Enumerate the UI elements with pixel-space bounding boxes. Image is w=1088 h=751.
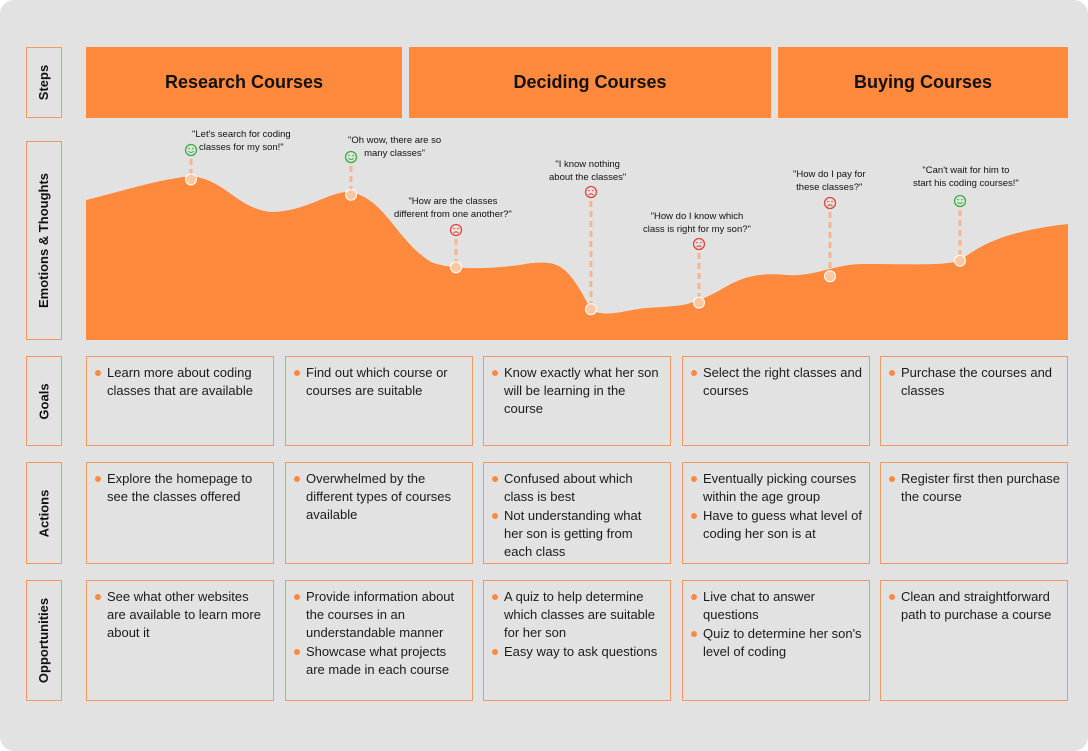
emotion-point bbox=[693, 296, 705, 309]
action-cell: Overwhelmed by the different types of co… bbox=[285, 462, 473, 564]
action-cell: Eventually picking courses within the ag… bbox=[682, 462, 870, 564]
quote-line: classes for my son!" bbox=[198, 142, 284, 153]
opportunity-item: Showcase what projects are made in each … bbox=[293, 643, 465, 679]
emotion-point bbox=[585, 303, 597, 316]
opportunity-item: Provide information about the courses in… bbox=[293, 588, 465, 642]
sad-face-icon bbox=[823, 196, 837, 210]
opportunity-item: Clean and straightforward path to purcha… bbox=[888, 588, 1060, 624]
row-label-emotions: Emotions & Thoughts bbox=[26, 141, 62, 340]
row-label-opportunities: Opportunities bbox=[26, 580, 62, 701]
sad-face-icon bbox=[449, 223, 463, 237]
emotion-quote-6: "How do I pay for these classes?" bbox=[793, 168, 866, 194]
goal-item: Select the right classes and courses bbox=[690, 364, 862, 400]
opportunity-item: Easy way to ask questions bbox=[491, 643, 663, 661]
goal-cell: Learn more about coding classes that are… bbox=[86, 356, 274, 446]
quote-line: "Oh wow, there are so bbox=[348, 135, 442, 146]
quote-line: many classes" bbox=[364, 148, 426, 159]
row-label-actions: Actions bbox=[26, 462, 62, 564]
emotion-quote-5: "How do I know which class is right for m… bbox=[643, 210, 751, 236]
quote-line: about the classes" bbox=[549, 172, 627, 183]
goal-cell: Purchase the courses and classes bbox=[880, 356, 1068, 446]
goal-item: Know exactly what her son will be learni… bbox=[491, 364, 663, 418]
step-research-courses: Research Courses bbox=[86, 47, 402, 118]
emotion-curve-area bbox=[86, 176, 1068, 340]
row-label-steps: Steps bbox=[26, 47, 62, 118]
row-label-goals: Goals bbox=[26, 356, 62, 446]
opportunity-cell: A quiz to help determine which classes a… bbox=[483, 580, 671, 701]
row-label-steps-text: Steps bbox=[36, 64, 52, 101]
emotion-quote-3: "How are the classes different from one a… bbox=[394, 195, 512, 221]
emotion-point bbox=[345, 188, 357, 201]
emotion-curve-chart bbox=[86, 143, 1068, 340]
action-cell: Explore the homepage to see the classes … bbox=[86, 462, 274, 564]
emotion-quote-4: "I know nothing about the classes" bbox=[549, 158, 626, 184]
quote-line: start his coding courses!" bbox=[913, 178, 1019, 189]
opportunity-cell: Clean and straightforward path to purcha… bbox=[880, 580, 1068, 701]
emotion-point bbox=[185, 173, 197, 186]
smiley-face-icon bbox=[344, 150, 358, 164]
opportunity-cell: Provide information about the courses in… bbox=[285, 580, 473, 701]
step-label: Deciding Courses bbox=[513, 72, 667, 92]
action-item: Overwhelmed by the different types of co… bbox=[293, 470, 465, 524]
quote-line: "Can't wait for him to bbox=[922, 165, 1010, 176]
emotion-quote-1: "Let's search for coding classes for my s… bbox=[192, 128, 291, 154]
goal-item: Find out which course or courses are sui… bbox=[293, 364, 465, 400]
row-label-opportunities-text: Opportunities bbox=[36, 597, 52, 684]
action-item: Eventually picking courses within the ag… bbox=[690, 470, 862, 506]
sad-face-icon bbox=[692, 237, 706, 251]
quote-line: "How do I know which bbox=[650, 211, 744, 222]
emotion-stems bbox=[184, 143, 967, 316]
action-cell: Register first then purchase the course bbox=[880, 462, 1068, 564]
action-item: Have to guess what level of coding her s… bbox=[690, 507, 862, 543]
quote-line: "How are the classes bbox=[408, 196, 498, 207]
goal-cell: Know exactly what her son will be learni… bbox=[483, 356, 671, 446]
action-item: Not understanding what her son is gettin… bbox=[491, 507, 663, 561]
emotion-quote-2: "Oh wow, there are so many classes" bbox=[348, 134, 441, 160]
action-item: Register first then purchase the course bbox=[888, 470, 1060, 506]
goal-item: Learn more about coding classes that are… bbox=[94, 364, 266, 400]
quote-line: "How do I pay for bbox=[793, 169, 866, 180]
step-deciding-courses: Deciding Courses bbox=[409, 47, 771, 118]
emotion-quote-7: "Can't wait for him to start his coding c… bbox=[913, 164, 1019, 190]
opportunity-item: See what other websites are available to… bbox=[94, 588, 266, 642]
step-label: Buying Courses bbox=[853, 72, 993, 92]
smiley-face-icon bbox=[184, 143, 198, 157]
step-label: Research Courses bbox=[164, 72, 324, 92]
row-label-actions-text: Actions bbox=[36, 489, 52, 537]
quote-line: class is right for my son?" bbox=[643, 224, 751, 235]
goal-item: Purchase the courses and classes bbox=[888, 364, 1060, 400]
emotion-point bbox=[450, 261, 462, 274]
sad-face-icon bbox=[584, 185, 598, 199]
emotion-point bbox=[824, 270, 836, 283]
opportunity-item: A quiz to help determine which classes a… bbox=[491, 588, 663, 642]
step-buying-courses: Buying Courses bbox=[778, 47, 1068, 118]
action-item: Confused about which class is best bbox=[491, 470, 663, 506]
action-item: Explore the homepage to see the classes … bbox=[94, 470, 266, 506]
opportunity-cell: See what other websites are available to… bbox=[86, 580, 274, 701]
smiley-face-icon bbox=[953, 194, 967, 208]
opportunity-item: Quiz to determine her son's level of cod… bbox=[690, 625, 862, 661]
quote-line: different from one another?" bbox=[394, 209, 512, 220]
quote-line: "I know nothing bbox=[555, 159, 620, 170]
quote-line: these classes?" bbox=[796, 182, 863, 193]
quote-line: "Let's search for coding bbox=[192, 129, 291, 140]
emotion-point bbox=[954, 254, 966, 267]
goal-cell: Find out which course or courses are sui… bbox=[285, 356, 473, 446]
opportunity-item: Live chat to answer questions bbox=[690, 588, 862, 624]
row-label-goals-text: Goals bbox=[36, 382, 52, 420]
goal-cell: Select the right classes and courses bbox=[682, 356, 870, 446]
row-label-emotions-text: Emotions & Thoughts bbox=[36, 172, 52, 309]
